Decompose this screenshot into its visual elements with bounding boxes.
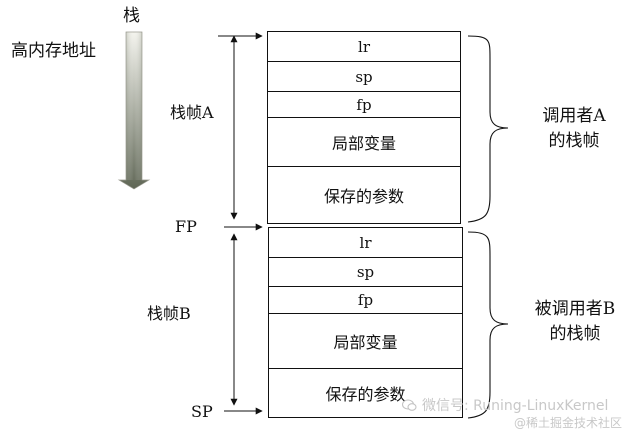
frame-b-lr-text: lr [359,233,372,252]
stack-growth-arrow [117,31,151,190]
high-memory-address-label: 高内存地址 [11,41,96,61]
frame-a-caption: 调用者A 的栈帧 [524,104,624,153]
frame-b-local-vars-text: 局部变量 [333,333,398,352]
frame-b-local-vars-cell: 局部变量 [268,313,463,369]
frame-a-lr-text: lr [358,37,370,56]
frame-a-label: 栈帧A [170,103,214,122]
frame-b-brace [467,231,509,419]
frame-a-sp-text: sp [355,67,373,86]
frame-b-caption: 被调用者B 的栈帧 [521,297,629,346]
frame-a-local-vars-text: 局部变量 [331,134,396,153]
frame-b-fp-cell: fp [268,286,463,314]
frame-a-saved-params-text: 保存的参数 [323,187,404,206]
frame-b-caption-line2: 的栈帧 [549,323,601,344]
watermark-juejin: @稀土掘金技术社区 [514,416,623,430]
frame-b-lr-cell: lr [268,227,463,258]
fp-pointer-label: FP [175,217,197,236]
frame-a-lr-cell: lr [267,31,461,62]
stack-title: 栈 [123,6,140,26]
frame-a-fp-text: fp [356,95,372,114]
frame-a-local-vars-cell: 局部变量 [267,117,461,167]
wechat-icon [401,397,417,411]
frame-a-sp-cell: sp [267,61,461,92]
frame-a-brace [467,35,509,223]
frame-b-caption-line1: 被调用者B [534,299,616,319]
frame-b-label: 栈帧B [147,304,191,323]
frame-b-saved-params-text: 保存的参数 [325,385,406,404]
watermark-wechat-id: 微信号: Runing-LinuxKernel [422,398,609,414]
frame-a-saved-params-cell: 保存的参数 [267,166,461,224]
sp-pointer-label: SP [191,402,213,421]
frame-b-saved-params-cell: 保存的参数 [268,368,463,418]
frame-a-caption-line1: 调用者A [542,106,606,126]
frame-b-sp-text: sp [356,263,375,281]
frame-a-fp-cell: fp [267,91,461,118]
frame-a-caption-line2: 的栈帧 [548,130,600,151]
frame-b-fp-text: fp [357,291,374,309]
frame-b-sp-cell: sp [268,257,463,287]
